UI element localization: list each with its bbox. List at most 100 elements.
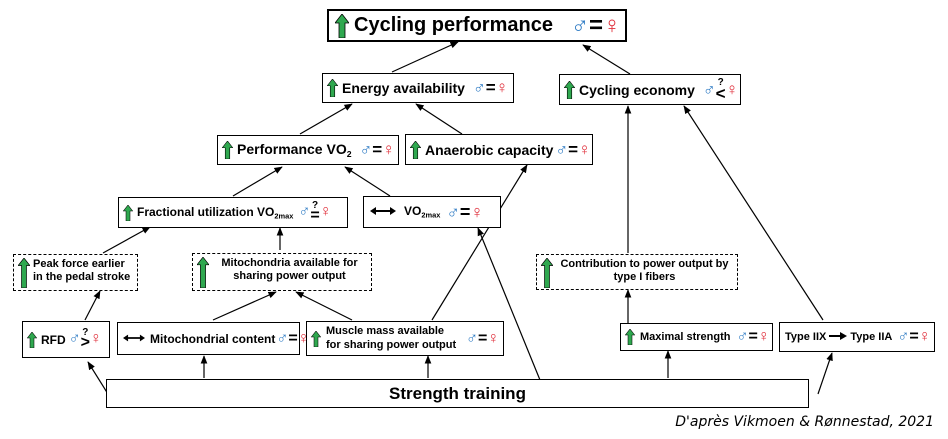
arrow-strength-to-rfd [87, 361, 109, 395]
male-symbol-icon: ♂ [359, 140, 373, 159]
vo2max-subscript: 2max [421, 210, 441, 220]
strength-training-box: Strength training [106, 379, 809, 408]
arrow-mitocontent-to-mito [212, 291, 277, 321]
male-symbol-icon: ♂ [68, 330, 81, 348]
relation-sign: < [715, 83, 726, 103]
relation-sign: = [310, 207, 320, 225]
anaerobic-capacity-label: Anaerobic capacity [425, 141, 554, 158]
performance-vo2-label: Performance VO [237, 140, 347, 157]
source-credit: D'après Vikmoen & Rønnestad, 2021 [675, 414, 934, 430]
no-change-arrow-icon [370, 205, 396, 219]
female-symbol-icon: ♀ [382, 140, 395, 159]
male-symbol-icon: ♂ [570, 11, 589, 39]
female-symbol-icon: ♀ [319, 203, 332, 221]
female-symbol-icon: ♀ [725, 79, 739, 99]
maximal-strength-box: Maximal strength ♂ = ♀ [620, 323, 773, 351]
cycling-economy-box: Cycling economy ♂ ? < ♀ [559, 74, 741, 105]
mitochondria-available-box: Mitochondria available for sharing power… [192, 253, 372, 291]
energy-availability-label: Energy availability [342, 80, 465, 96]
relation-sign: = [568, 139, 579, 159]
no-change-arrow-icon [123, 332, 145, 346]
strength-training-label: Strength training [389, 383, 526, 403]
increase-arrow-icon [18, 258, 30, 288]
fractional-utilization-box: Fractional utilization VO2max ♂ ? = ♀ [118, 197, 348, 228]
increase-arrow-icon [123, 204, 133, 221]
performance-vo2-box: Performance VO2 ♂ = ♀ [217, 135, 399, 165]
relation-sign: = [588, 11, 603, 39]
energy-availability-box: Energy availability ♂ = ♀ [322, 73, 514, 103]
maximal-strength-label: Maximal strength [640, 331, 731, 343]
vo2max-box: VO2max ♂ = ♀ [363, 196, 501, 228]
increase-arrow-icon [27, 331, 37, 348]
increase-arrow-icon [625, 329, 635, 345]
arrow-anaerobic-to-energy [415, 103, 463, 135]
arrow-perfvo2-to-energy [299, 103, 353, 135]
male-symbol-icon: ♂ [897, 328, 910, 345]
type-to-label: Type IIA [850, 331, 893, 343]
relation-sign: = [459, 201, 471, 222]
anaerobic-capacity-box: Anaerobic capacity ♂ = ♀ [405, 134, 593, 165]
male-symbol-icon: ♂ [472, 78, 486, 97]
increase-arrow-icon [311, 330, 321, 347]
fractional-utilization-label: Fractional utilization VO [137, 204, 275, 219]
male-symbol-icon: ♂ [276, 329, 289, 347]
arrow-musclemass-to-anaerobic [431, 164, 528, 321]
female-symbol-icon: ♀ [495, 78, 509, 97]
male-symbol-icon: ♂ [702, 79, 716, 99]
increase-arrow-icon [410, 140, 421, 159]
arrow-strength-to-vo2max [477, 227, 541, 381]
increase-arrow-icon [327, 79, 338, 97]
arrow-energy-to-performance [391, 41, 459, 73]
cycling-economy-label: Cycling economy [579, 81, 695, 98]
female-symbol-icon: ♀ [918, 328, 931, 345]
uncertain-mark: ? [311, 200, 319, 212]
male-symbol-icon: ♂ [466, 329, 478, 347]
mitochondria-available-label: Mitochondria available for sharing power… [221, 257, 358, 283]
increase-arrow-icon [541, 258, 553, 288]
female-symbol-icon: ♀ [470, 201, 484, 222]
mitochondrial-content-box: Mitochondrial content ♂ = ♀ [117, 322, 310, 355]
cycling-performance-box: Cycling performance ♂ = ♀ [327, 9, 627, 42]
increase-arrow-icon [564, 80, 575, 99]
contribution-type1-box: Contribution to power output by type I f… [536, 254, 738, 290]
female-symbol-icon: ♀ [578, 139, 591, 159]
uncertain-mark: ? [717, 76, 724, 88]
muscle-mass-box: Muscle mass available for sharing power … [306, 321, 504, 356]
rfd-label: RFD [41, 332, 66, 347]
female-symbol-icon: ♀ [602, 11, 621, 39]
female-symbol-icon: ♀ [757, 328, 770, 345]
relation-sign: = [372, 140, 383, 159]
female-symbol-icon: ♀ [487, 329, 500, 347]
performance-vo2-subscript: 2 [346, 149, 352, 160]
relation-sign: > [80, 334, 91, 352]
male-symbol-icon: ♂ [446, 201, 460, 222]
arrow-peakforce-to-fractional [102, 226, 151, 254]
peak-force-label: Peak force earlier in the pedal stroke [33, 258, 131, 284]
mitochondrial-content-label: Mitochondrial content [150, 331, 276, 346]
increase-arrow-icon [222, 141, 233, 159]
arrow-vo2max-to-perfvo2 [344, 166, 391, 197]
relation-sign: = [748, 328, 758, 345]
relation-sign: = [485, 78, 496, 97]
male-symbol-icon: ♂ [298, 203, 311, 221]
muscle-mass-label: Muscle mass available for sharing power … [326, 325, 457, 351]
arrow-musclemass-to-mito [295, 291, 353, 321]
increase-arrow-icon [197, 257, 209, 288]
arrow-strength-to-typeshift [817, 352, 833, 395]
rfd-box: RFD ♂ ? > ♀ [22, 321, 110, 358]
relation-sign: = [288, 329, 298, 347]
vo2max-label: VO [404, 204, 422, 219]
fractional-utilization-subscript: 2max [274, 211, 294, 221]
relation-sign: = [909, 328, 919, 345]
contribution-type1-label: Contribution to power output by type I f… [560, 258, 729, 284]
arrow-economy-to-performance [582, 44, 631, 75]
female-symbol-icon: ♀ [90, 330, 103, 348]
arrow-rfd-to-peakforce [84, 290, 101, 321]
male-symbol-icon: ♂ [736, 328, 749, 345]
increase-arrow-icon [335, 13, 349, 38]
cycling-performance-label: Cycling performance [354, 14, 553, 36]
fiber-type-shift-box: Type IIX Type IIA ♂ = ♀ [779, 322, 935, 352]
type-from-label: Type IIX [785, 331, 827, 343]
male-symbol-icon: ♂ [555, 139, 569, 159]
peak-force-box: Peak force earlier in the pedal stroke [13, 254, 138, 291]
